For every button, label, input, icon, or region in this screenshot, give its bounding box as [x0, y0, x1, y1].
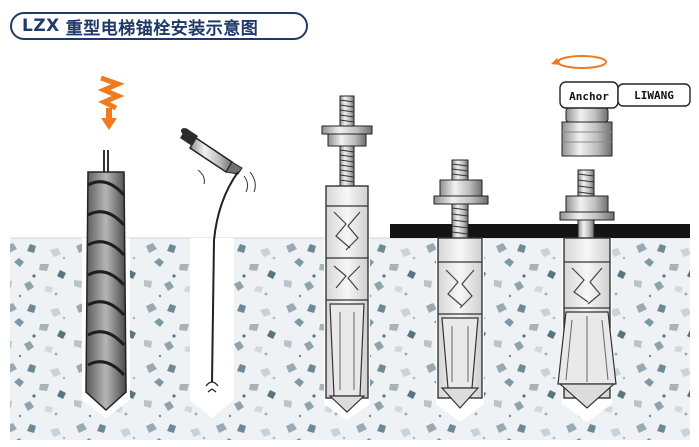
step-inserting: [321, 95, 373, 420]
rotation-arrow-icon: [97, 75, 125, 130]
anchor-tightened-icon: [557, 169, 617, 409]
rotate-arrow-icon: [551, 55, 607, 69]
title-badge: LZX 重型电梯锚栓安装示意图: [10, 12, 308, 40]
anchor-with-plate-icon: [433, 159, 489, 409]
step-drilling: [82, 75, 130, 418]
title-text: 重型电梯锚栓安装示意图: [65, 18, 259, 39]
title-code: LZX: [22, 16, 60, 36]
tool-brand-label: Anchor: [569, 90, 609, 103]
anchor-bolt-icon: [321, 95, 373, 413]
step-cleaning: [180, 128, 256, 418]
torque-wrench-icon: Anchor LIWANG: [551, 55, 691, 157]
blower-icon: [180, 128, 256, 393]
drill-bit-icon: [85, 171, 127, 412]
fixture-plate: [390, 224, 690, 238]
step-fixing: [433, 159, 489, 422]
step-tightening: Anchor LIWANG: [551, 55, 691, 422]
tool-brand-name: LIWANG: [634, 89, 674, 102]
